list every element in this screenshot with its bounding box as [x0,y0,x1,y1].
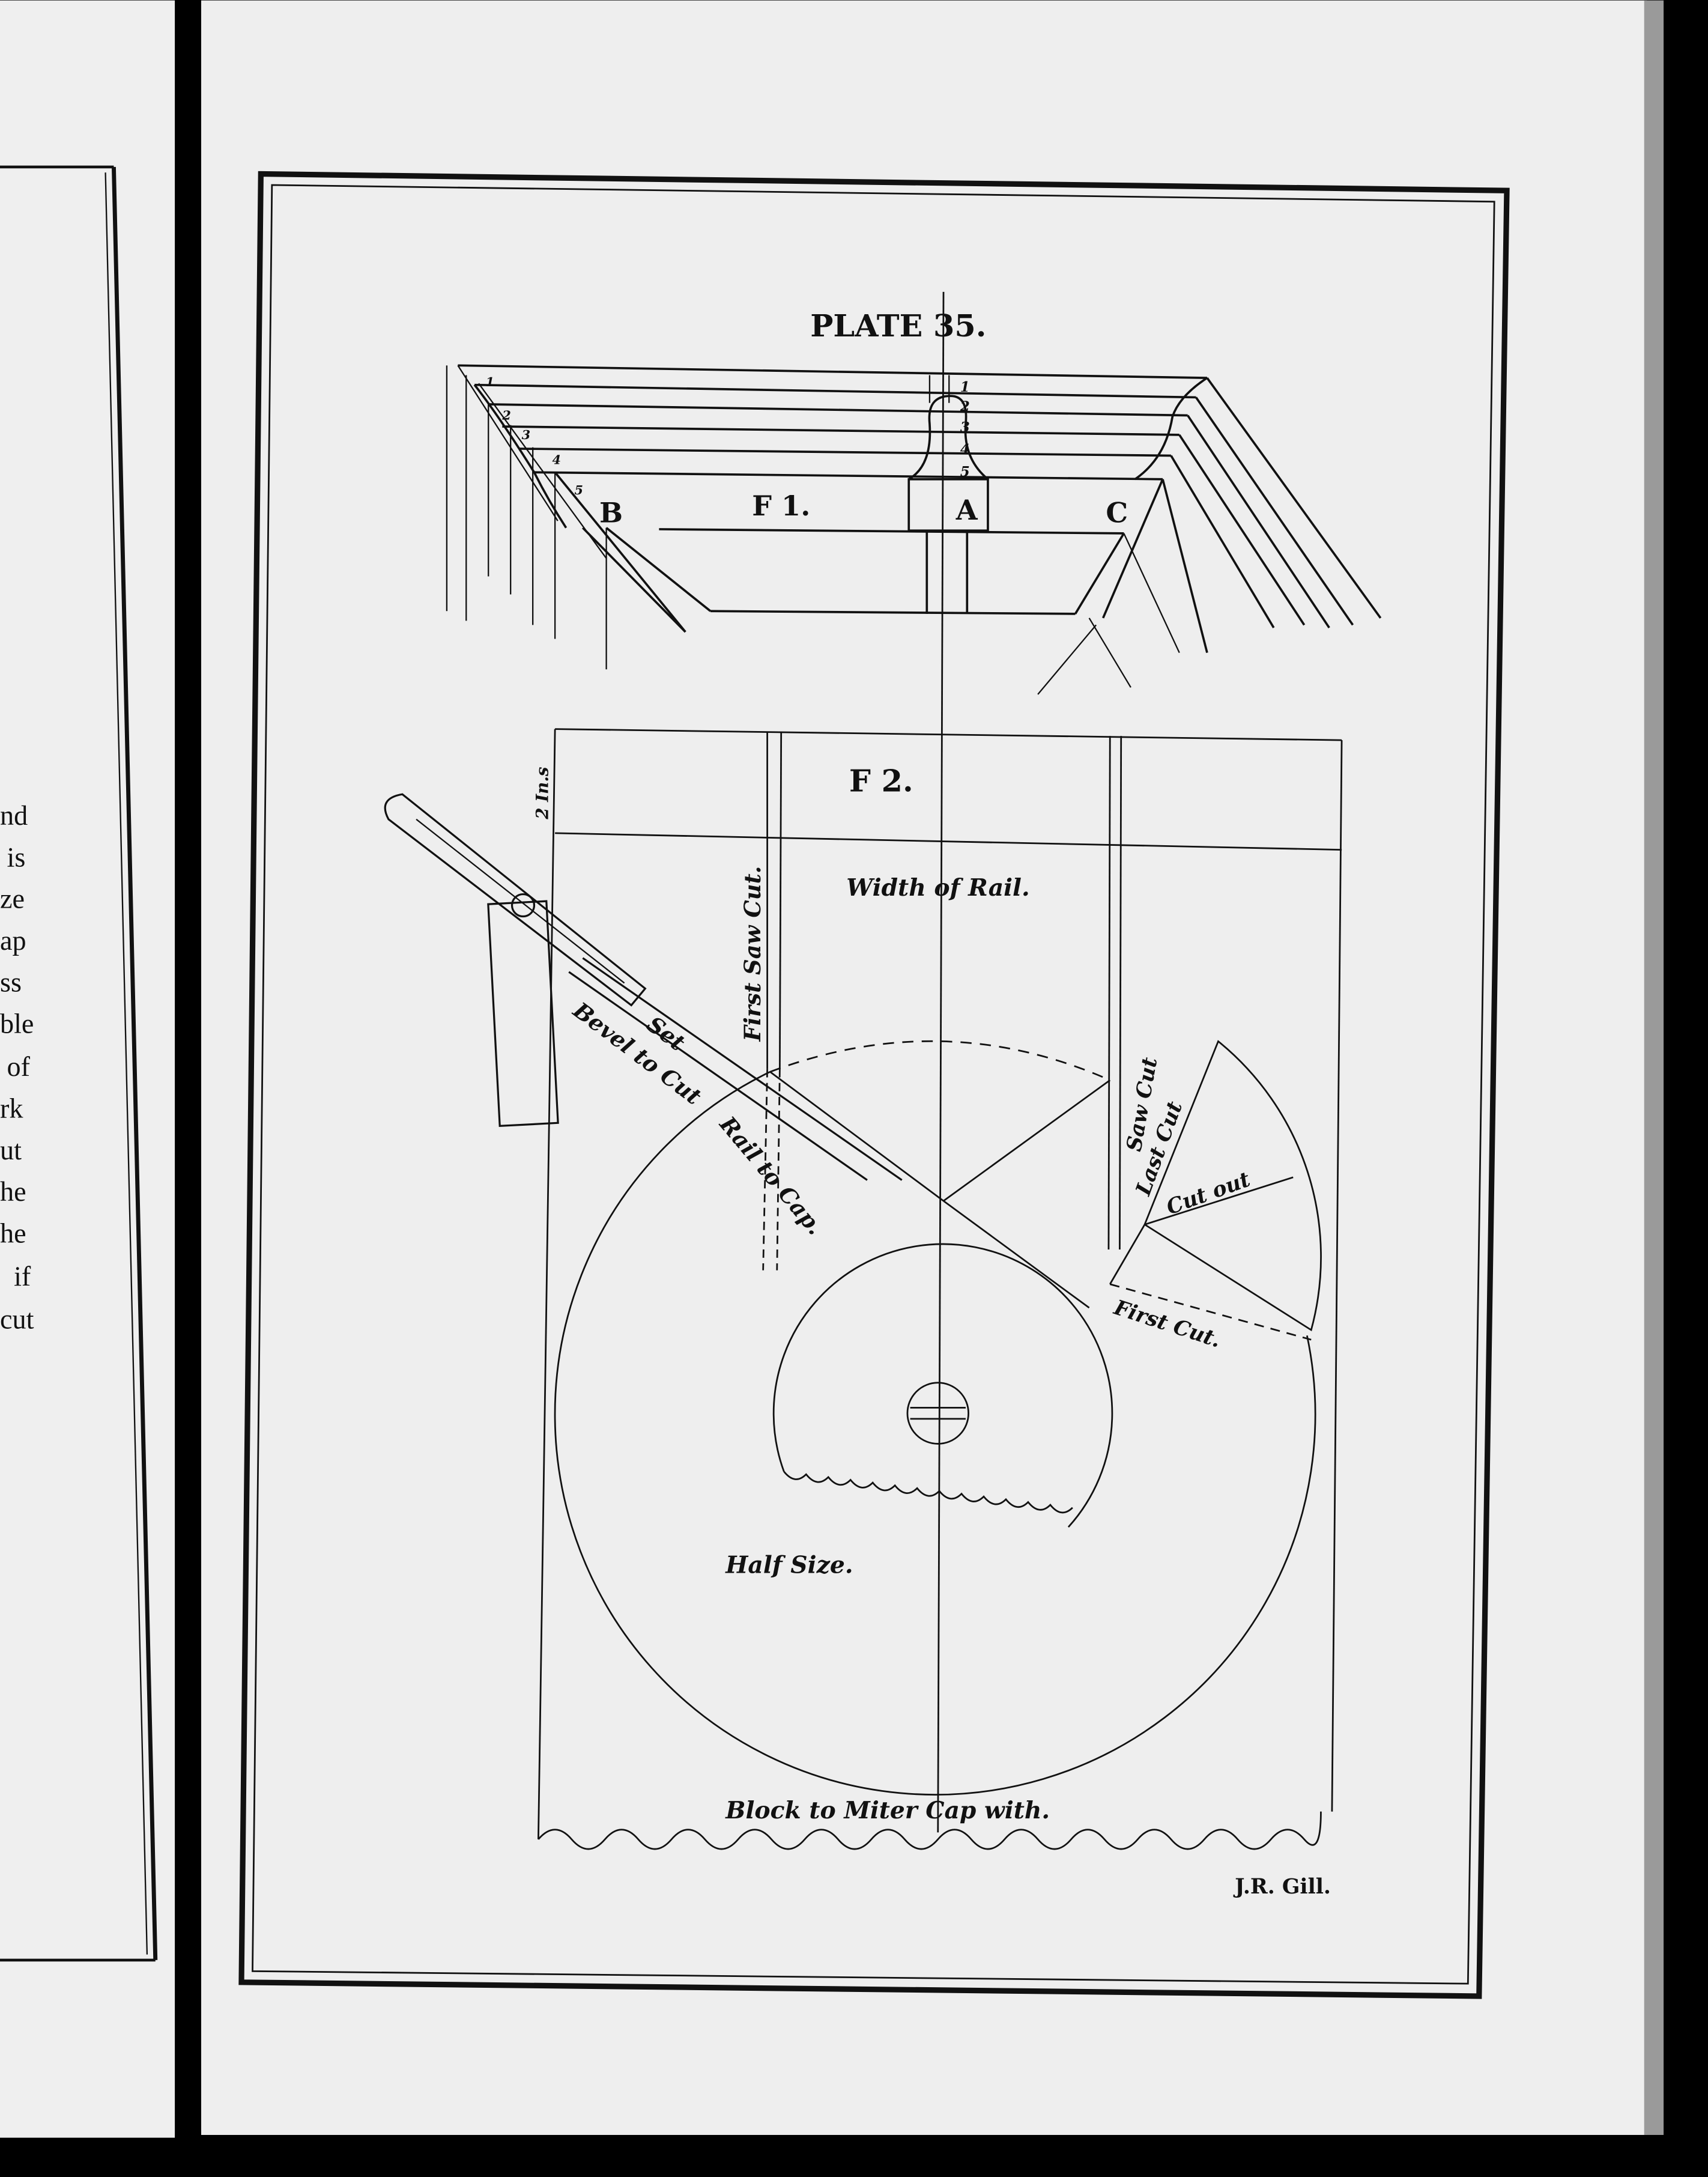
row-number: 1 [960,379,970,395]
center-line [937,291,945,1833]
left-page [0,0,175,2138]
text-fragment: ap [0,925,26,956]
row-number: 1 [486,374,494,389]
left-page-text: nd is ze ap ss ble of rk ut he he if cut [0,800,34,1335]
row-number: 4 [960,442,970,458]
text-fragment: nd [0,800,28,831]
figure-2-label: F 2. [849,763,913,799]
text-fragment: he [0,1176,26,1207]
section-label-c: C [1106,496,1128,529]
width-of-rail-label: Width of Rail. [846,874,1029,902]
row-number: 4 [553,452,561,467]
row-number: 3 [960,419,970,436]
figure-1-molding [446,364,1382,695]
first-saw-cut-label: First Saw Cut. [739,866,766,1042]
text-fragment: if [14,1261,31,1292]
figure-1-label: F 1. [752,490,810,522]
text-fragment: he [0,1218,26,1248]
half-size-label: Half Size. [725,1551,853,1579]
row-number: 3 [522,427,530,442]
text-fragment: ble [0,1009,34,1039]
text-fragment: cut [0,1304,34,1335]
figure-2-caption: Block to Miter Cap with. [725,1797,1050,1824]
text-fragment: of [7,1051,31,1082]
section-label-a: A [955,494,978,526]
plate-title: PLATE 35. [810,308,986,344]
left-page-frame [0,165,158,1962]
row-number: 5 [960,464,970,480]
figure-1-labels: F 1. A B C 1 2 3 4 5 1 2 3 4 5 [486,374,1128,529]
text-fragment: rk [0,1093,23,1124]
section-label-b: B [599,496,623,529]
right-page [201,0,1647,2135]
bevel-tool [384,793,903,1181]
text-fragment: is [7,842,26,872]
artist-signature: J.R. Gill. [1233,1874,1331,1899]
plate-frame [238,171,1510,1999]
row-number: 5 [574,482,583,497]
row-number: 2 [501,407,510,422]
text-fragment: ze [0,884,25,914]
figure-2-block [538,728,1343,1850]
dimension-label: 2 In.s [533,767,553,820]
text-fragment: ss [0,967,22,997]
text-fragment: ut [0,1135,22,1165]
page-edge [1644,0,1664,2135]
row-number: 2 [960,399,970,415]
